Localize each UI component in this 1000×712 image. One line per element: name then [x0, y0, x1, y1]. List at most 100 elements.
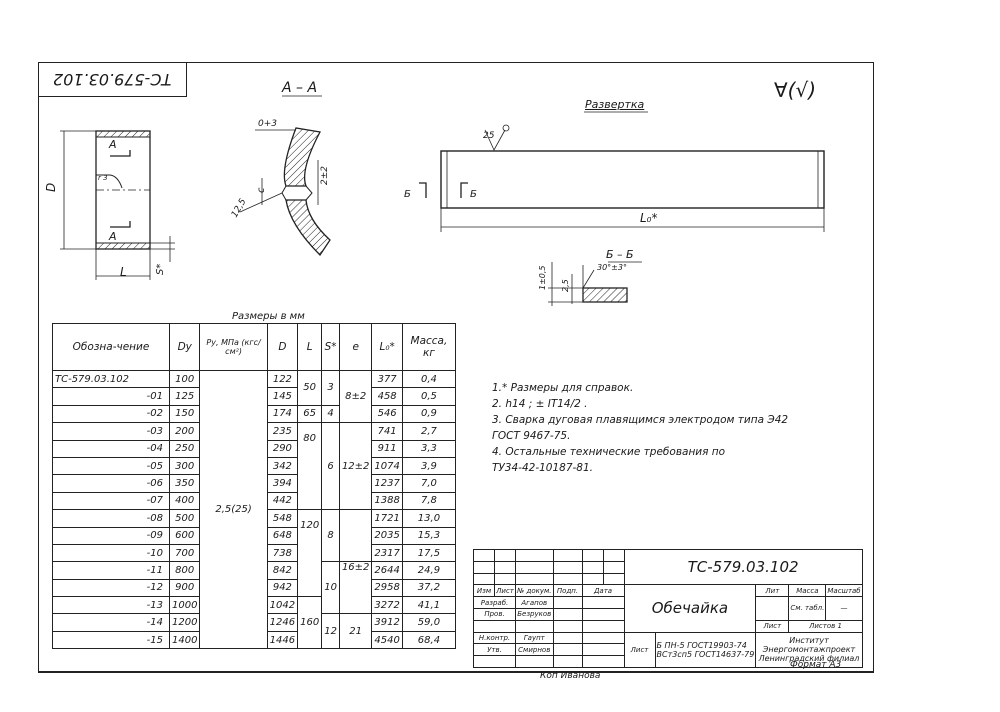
- table-header-row: Обозна-чение Dу Pу, МПа (кгс/см²) D L S*…: [52, 323, 457, 371]
- cell-e: 21: [338, 613, 373, 650]
- side-view: D L S* А А r 3: [44, 130, 175, 280]
- cell-l0: 2317: [371, 543, 403, 563]
- section-aa-title: А – А: [282, 80, 318, 96]
- cell-l0: 2644: [371, 561, 403, 580]
- label-angle30: 30°±3°: [597, 263, 627, 272]
- note-line: 1.* Размеры для справок.: [492, 382, 634, 394]
- tb-dash: —: [825, 596, 863, 621]
- tb-razrab: Разраб.: [473, 596, 516, 609]
- tb-masshtab: Масштаб: [825, 584, 863, 598]
- cell-dy: 1400: [168, 630, 201, 650]
- tb-nkontr-name: Гаупт: [515, 631, 554, 645]
- table-row: ТС-579.03.102 100 2,5(25) 122 50 3 8±2 3…: [52, 369, 457, 650]
- label-bb: Б – Б: [606, 248, 634, 261]
- label-A-bottom: А: [108, 230, 117, 243]
- col-header: Dу: [168, 323, 201, 371]
- cell-d: 1042: [266, 596, 299, 615]
- drawing-frame: [38, 62, 874, 672]
- label-S: S*: [155, 264, 166, 275]
- cell-mass: 2,7: [401, 422, 457, 441]
- col-header: e: [338, 323, 373, 371]
- tb-material2: ВСт3сп5 ГОСТ14637-79: [656, 649, 755, 659]
- tb-head: № докум.: [515, 584, 554, 598]
- cell-dy: 350: [168, 474, 201, 493]
- technical-notes: 1.* Размеры для справок. 2. h14 ; ± IT14…: [492, 380, 788, 476]
- cell-l0: 741: [371, 422, 403, 441]
- cell-l0: 1721: [371, 509, 403, 528]
- cell-dy: 300: [168, 456, 201, 476]
- note-line: 3. Сварка дуговая плавящимся электродом …: [492, 414, 789, 426]
- cell-dy: 800: [168, 561, 201, 580]
- col-header: D: [266, 323, 299, 371]
- cell-dy: 1000: [168, 596, 201, 615]
- cell-dy: 250: [168, 439, 201, 458]
- cell-l0: 1074: [371, 456, 403, 476]
- cell-l: 65: [297, 404, 323, 424]
- col-header: Обозна-чение: [52, 323, 170, 371]
- tb-utv: Утв.: [473, 643, 516, 657]
- label-L0: L₀*: [640, 211, 658, 225]
- cell-mass: 7,0: [401, 474, 457, 493]
- cell-e: 16±2: [338, 561, 373, 615]
- table-row: -12 900 942 2958 37,2: [52, 578, 457, 598]
- sizes-table: Обозна-чение Dу Pу, МПа (кгс/см²) D L S*…: [52, 323, 457, 650]
- copied-by: Коп Иванова: [540, 671, 601, 681]
- cell-l0: 2958: [371, 578, 403, 598]
- label-b-left: Б: [404, 189, 411, 200]
- cell-d: 174: [266, 404, 299, 424]
- cell-s: 8: [321, 509, 340, 563]
- cell-d: 342: [266, 456, 299, 476]
- cell-d: 290: [266, 439, 299, 458]
- cell-mass: 0,5: [401, 387, 457, 406]
- tb-lit: Лит: [755, 584, 790, 598]
- cell-l: 80: [297, 422, 323, 511]
- cell-s: 3: [321, 370, 340, 406]
- tb-listov: Листов 1: [788, 619, 863, 633]
- title-block: ТС-579.03.102 Изм Лист № докум. Подп. Да…: [473, 548, 863, 668]
- cell-s: 12: [321, 613, 340, 650]
- cell-mass: 3,3: [401, 439, 457, 458]
- cell-l0: 546: [371, 404, 403, 424]
- label-L: L: [120, 265, 127, 279]
- cell-d: 1446: [266, 630, 299, 650]
- cell-designation: -05: [52, 456, 170, 476]
- table-row: -05 300 342 1074 3,9: [52, 456, 457, 476]
- tb-material1: Б ПН-5 ГОСТ19903-74: [656, 640, 747, 650]
- table-row: -13 1000 1042 160 3272 41,1: [52, 596, 457, 650]
- cell-designation: -11: [52, 561, 170, 580]
- cell-mass: 0,4: [401, 369, 457, 389]
- cell-s: 10: [321, 561, 340, 615]
- cell-d: 942: [266, 578, 299, 598]
- tb-prov: Пров.: [473, 607, 516, 621]
- cell-designation: -09: [52, 526, 170, 545]
- note-line: ТУ34-42-10187-81.: [492, 462, 594, 474]
- cell-l0: 911: [371, 439, 403, 458]
- tb-head: Дата: [581, 584, 625, 598]
- cell-designation: -12: [52, 578, 170, 598]
- label-weld25: 25: [483, 131, 495, 141]
- cell-py: 2,5(25): [199, 369, 268, 650]
- cell-designation: -15: [52, 630, 170, 650]
- cell-designation: -13: [52, 596, 170, 615]
- tb-org1: Институт: [789, 636, 829, 646]
- cell-e: 12±2: [338, 422, 373, 511]
- table-row: -02 150 174 65 4 546 0,9: [52, 404, 457, 424]
- cell-e-empty: [338, 509, 373, 563]
- col-header: Масса, кг: [401, 323, 457, 371]
- cell-designation: -02: [52, 404, 170, 424]
- cell-mass: 7,8: [401, 491, 457, 511]
- cell-dy: 700: [168, 543, 201, 563]
- cell-l: 160: [297, 596, 323, 650]
- cell-dy: 200: [168, 422, 201, 441]
- cell-mass: 17,5: [401, 543, 457, 563]
- label-D: D: [44, 183, 58, 192]
- title-block-code: ТС-579.03.102: [623, 548, 863, 586]
- cell-designation: -07: [52, 491, 170, 511]
- cell-l0: 2035: [371, 526, 403, 545]
- cell-designation: -10: [52, 543, 170, 563]
- col-header: Pу, МПа (кгс/см²): [199, 323, 268, 371]
- cell-dy: 600: [168, 526, 201, 545]
- cell-l0: 458: [371, 387, 403, 406]
- cell-mass: 15,3: [401, 526, 457, 545]
